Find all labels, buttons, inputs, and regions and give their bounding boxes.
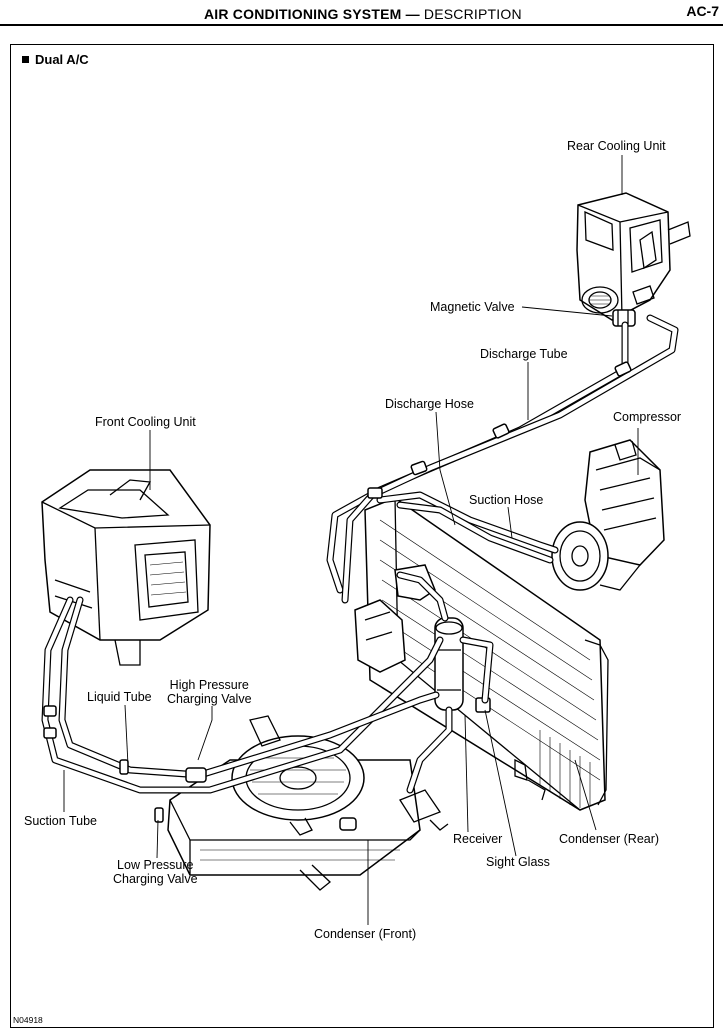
label-low-pressure-line1: Low Pressure xyxy=(117,858,194,872)
label-condenser-front: Condenser (Front) xyxy=(314,927,417,941)
page-header: AIR CONDITIONING SYSTEM — DESCRIPTION AC… xyxy=(0,0,723,26)
header-separator: — xyxy=(405,6,420,22)
header-title: AIR CONDITIONING SYSTEM — DESCRIPTION xyxy=(204,6,522,22)
diagram-frame xyxy=(10,44,714,1028)
label-discharge-tube: Discharge Tube xyxy=(480,347,568,361)
label-discharge-hose: Discharge Hose xyxy=(385,397,474,411)
magnetic-valve-drawing xyxy=(612,309,636,327)
label-rear-cooling-unit: Rear Cooling Unit xyxy=(567,139,666,153)
label-low-pressure-line2: Charging Valve xyxy=(113,872,198,886)
label-high-pressure-line1: High Pressure xyxy=(169,678,249,692)
bullet-icon xyxy=(22,56,29,64)
label-liquid-tube: Liquid Tube xyxy=(87,690,152,704)
header-system: AIR CONDITIONING SYSTEM xyxy=(204,6,402,22)
center-hardware-drawing xyxy=(354,564,436,673)
section-title: Dual A/C xyxy=(22,52,89,67)
label-high-pressure-charging-valve: High Pressure Charging Valve xyxy=(167,678,252,706)
figure-code: N04918 xyxy=(13,1015,43,1025)
label-front-cooling-unit: Front Cooling Unit xyxy=(95,415,196,429)
label-high-pressure-line2: Charging Valve xyxy=(167,692,252,706)
label-low-pressure-charging-valve: Low Pressure Charging Valve xyxy=(113,858,198,886)
front-cooling-unit-drawing xyxy=(41,469,211,666)
label-suction-hose: Suction Hose xyxy=(469,493,544,507)
condenser-front-drawing xyxy=(167,715,449,891)
refrigerant-lines xyxy=(41,314,679,831)
compressor-drawing xyxy=(551,439,665,591)
page-number: AC-7 xyxy=(686,3,719,19)
label-condenser-rear: Condenser (Rear) xyxy=(559,832,660,846)
label-compressor: Compressor xyxy=(613,410,682,424)
label-suction-tube: Suction Tube xyxy=(24,814,97,828)
rear-cooling-unit-drawing xyxy=(576,192,691,321)
label-sight-glass: Sight Glass xyxy=(486,855,550,869)
section-title-text: Dual A/C xyxy=(35,52,89,67)
label-receiver: Receiver xyxy=(453,832,503,846)
label-magnetic-valve: Magnetic Valve xyxy=(430,300,515,314)
leader-lines xyxy=(63,155,639,925)
header-rule xyxy=(0,24,723,26)
header-subtitle: DESCRIPTION xyxy=(423,6,522,22)
